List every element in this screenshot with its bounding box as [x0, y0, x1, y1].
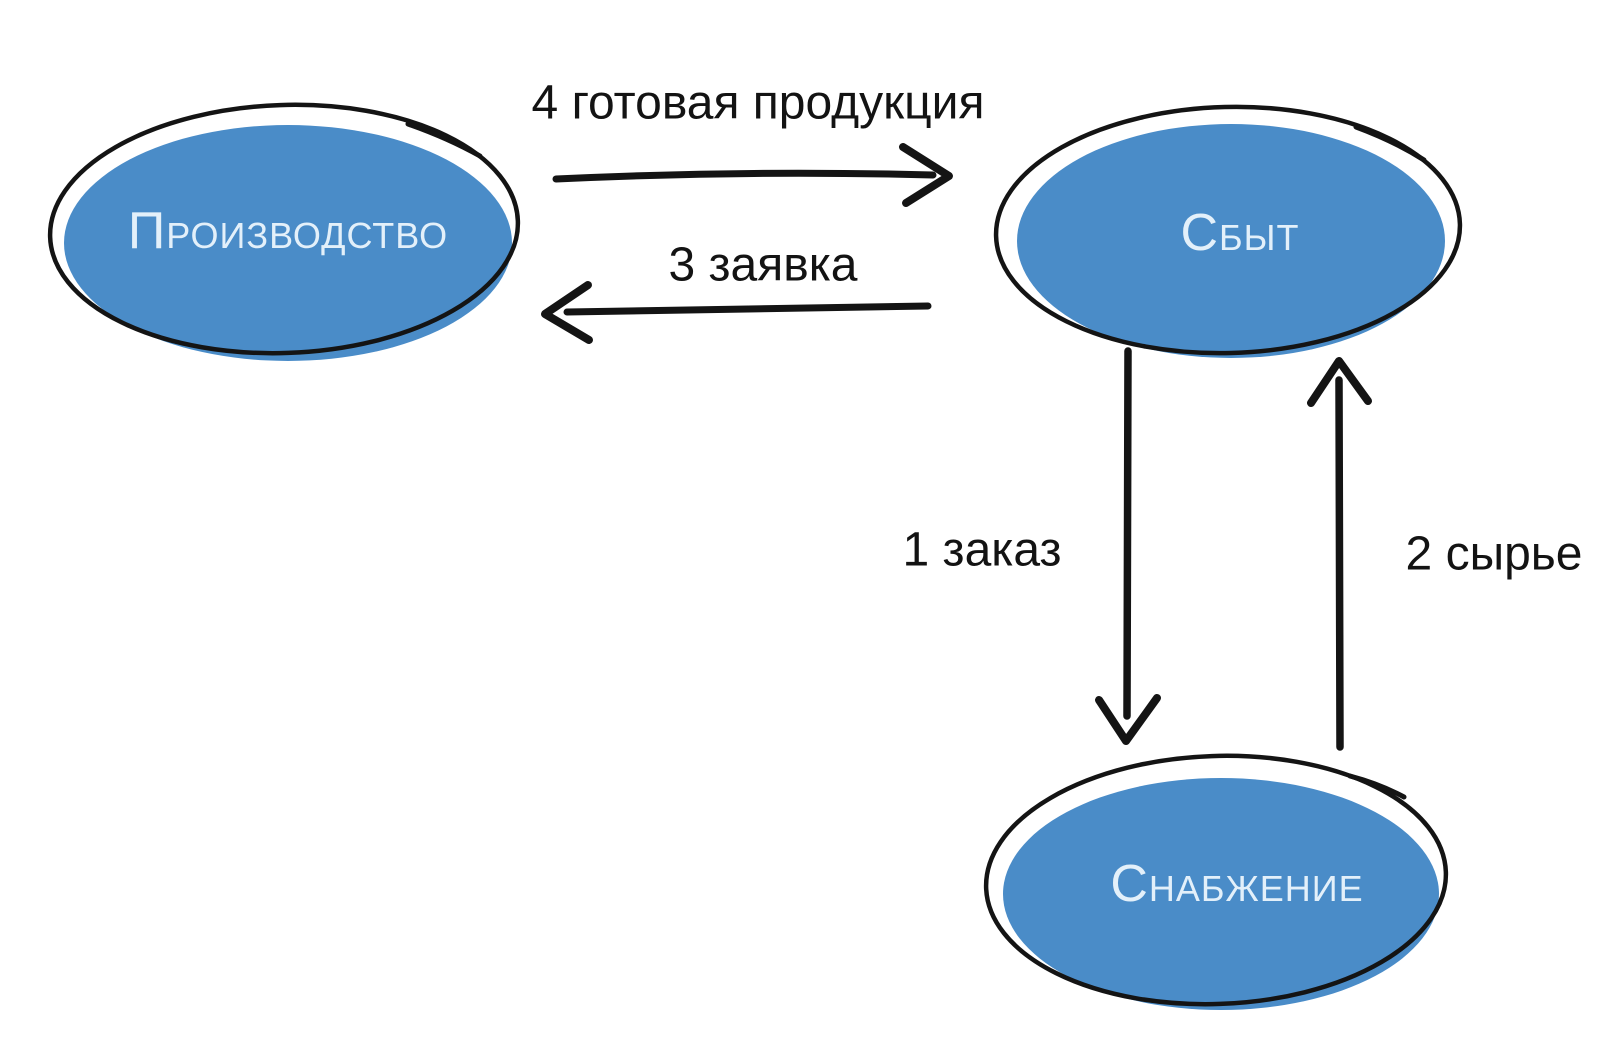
supply-sketch-stroke: [1347, 773, 1407, 800]
arrow-raw-materials-line: [1335, 376, 1344, 751]
node-sales: [993, 104, 1463, 358]
edge-label-finished-products: 4 готовая продукция: [531, 76, 985, 130]
edge-label-order: 1 заказ: [902, 523, 1062, 577]
node-label-production: Производство: [127, 202, 449, 260]
edge-label-request: 3 заявка: [668, 238, 858, 292]
arrow-order: [1095, 347, 1161, 745]
supply-outline-ellipse: [983, 753, 1449, 1007]
arrow-request-line: [563, 302, 932, 316]
production-fill-ellipse: [64, 125, 512, 361]
sales-outline-ellipse: [993, 104, 1463, 356]
sales-fill-ellipse: [1017, 124, 1445, 358]
arrow-raw-materials-head: [1307, 357, 1372, 407]
supply-fill-ellipse: [1003, 778, 1439, 1010]
production-sketch-stroke: [405, 121, 483, 159]
arrow-raw-materials: [1307, 357, 1372, 751]
arrow-order-line: [1123, 347, 1132, 720]
sales-sketch-stroke: [1353, 124, 1427, 163]
arrow-request-head: [541, 281, 593, 344]
edge-label-raw-materials: 2 сырье: [1405, 527, 1583, 581]
arrow-finished-products-line: [552, 169, 937, 183]
arrow-order-head: [1095, 694, 1161, 745]
node-label-supply: Снабжение: [1110, 855, 1364, 913]
arrow-finished-products: [552, 143, 953, 207]
production-outline-ellipse: [47, 102, 521, 356]
arrow-finished-products-head: [899, 143, 953, 207]
node-supply: [983, 753, 1449, 1010]
node-production: [47, 102, 521, 361]
node-label-sales: Сбыт: [1180, 204, 1300, 262]
arrow-request: [541, 281, 932, 344]
